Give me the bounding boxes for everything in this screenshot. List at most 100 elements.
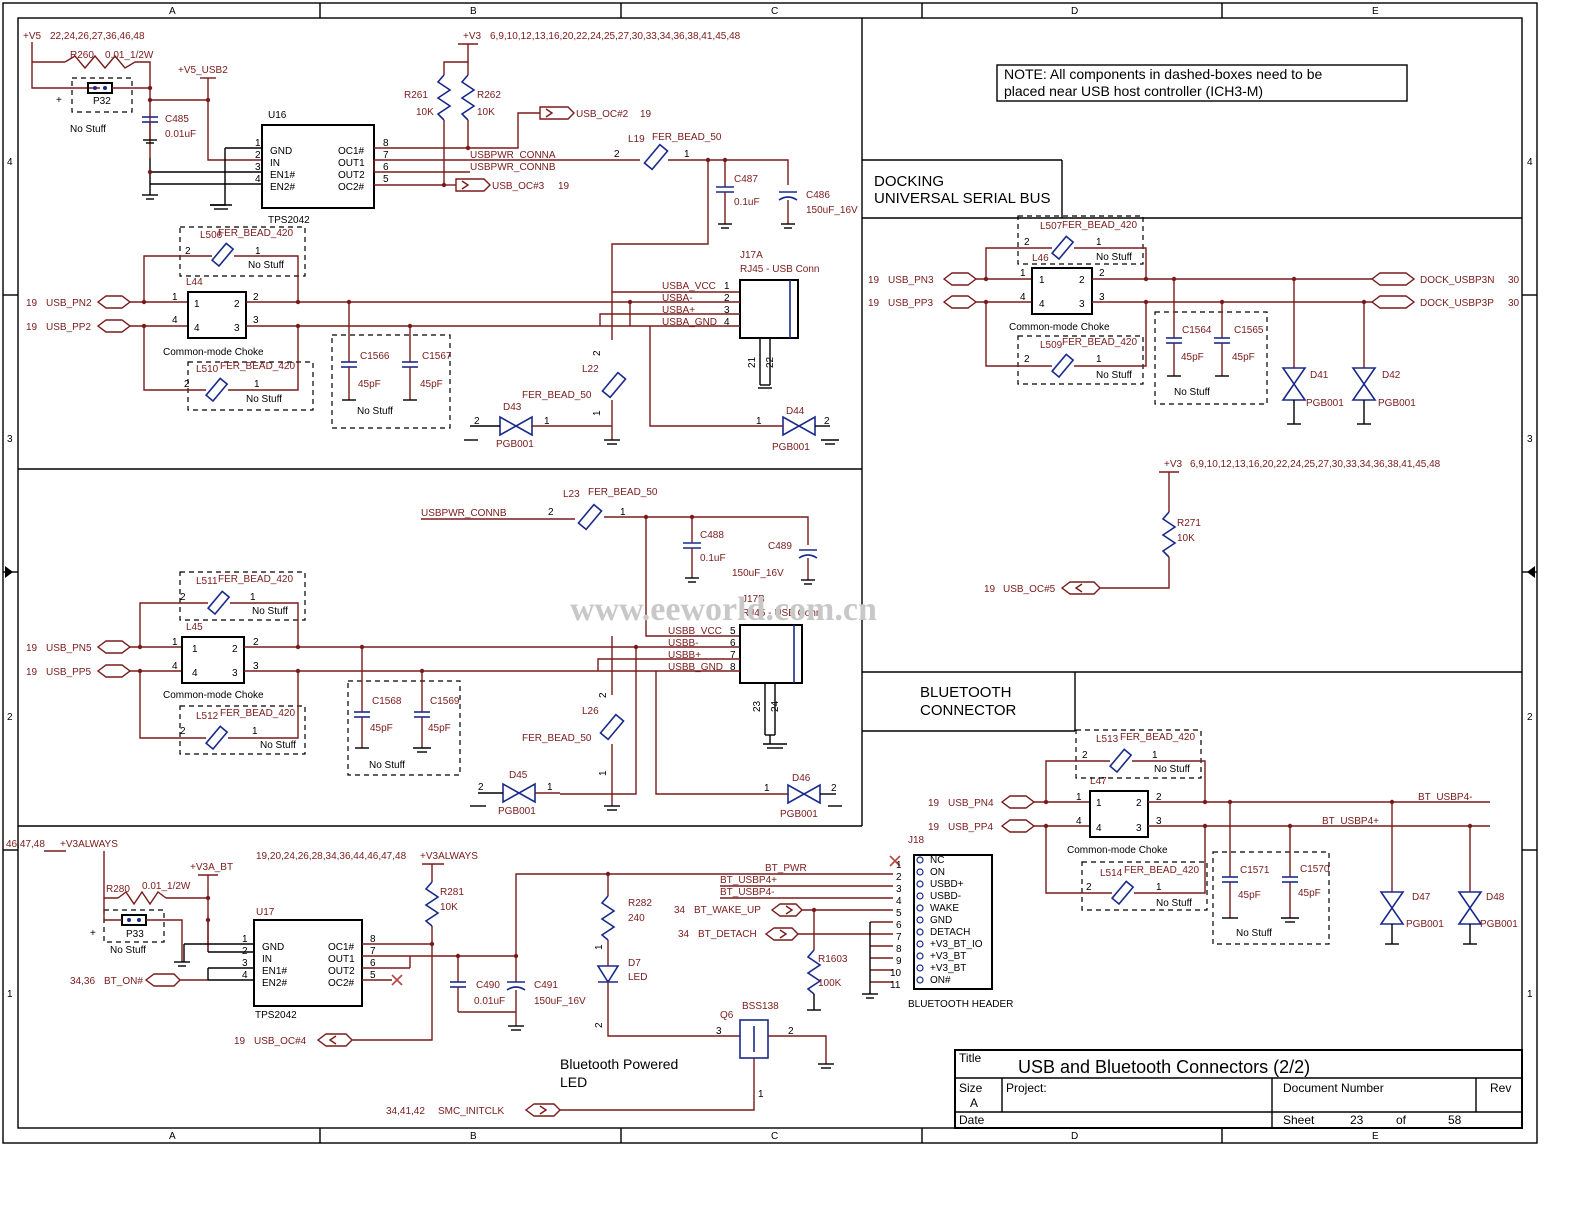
col-e-bottom: E xyxy=(1372,1131,1379,1142)
j18-pin-label: ON xyxy=(930,867,945,878)
l510-nostuff: No Stuff xyxy=(246,394,282,405)
svg-text:1: 1 xyxy=(1152,750,1158,761)
svg-text:1: 1 xyxy=(172,637,178,648)
v3always-mid-label: +V3ALWAYS xyxy=(420,851,478,862)
l506-nostuff: No Stuff xyxy=(248,260,284,271)
svg-text:2: 2 xyxy=(594,1022,605,1028)
svg-text:1: 1 xyxy=(1039,275,1045,286)
j18-pin-label: GND xyxy=(930,915,952,926)
usb-pn3-ref: 19 xyxy=(868,275,880,286)
svg-text:5: 5 xyxy=(383,174,389,185)
l46-ref: L46 xyxy=(1032,253,1049,264)
d42-value: PGB001 xyxy=(1378,398,1416,409)
usb-oc2-label: USB_OC#2 xyxy=(576,109,629,120)
drawing-frame xyxy=(2,2,1538,1144)
row-4-left: 4 xyxy=(7,157,13,168)
svg-text:3: 3 xyxy=(253,661,259,672)
svg-text:1: 1 xyxy=(252,726,258,737)
svg-text:1: 1 xyxy=(684,149,690,160)
u17-ref: U17 xyxy=(256,907,275,918)
p33-plus: + xyxy=(90,928,96,939)
l509-value: FER_BEAD_420 xyxy=(1062,337,1137,348)
j18-pin-label: NC xyxy=(930,855,944,866)
j18-pin-label: DETACH xyxy=(930,927,970,938)
col-a-bottom: A xyxy=(169,1131,176,1142)
p33-nostuff: No Stuff xyxy=(110,945,146,956)
usb-pn2-ref: 19 xyxy=(26,298,38,309)
drawing-title: USB and Bluetooth Connectors (2/2) xyxy=(1018,1057,1310,1077)
bt-led-caption-2: LED xyxy=(560,1074,587,1090)
sheet-label: Sheet xyxy=(1283,1113,1315,1127)
u16-pin-out1: OUT1 xyxy=(338,158,365,169)
svg-text:4: 4 xyxy=(896,896,902,907)
row-2-left: 2 xyxy=(7,712,13,723)
svg-text:2: 2 xyxy=(1024,354,1030,365)
r281-ref: R281 xyxy=(440,887,464,898)
sheet-total: 58 xyxy=(1448,1113,1462,1127)
svg-text:4: 4 xyxy=(1039,299,1045,310)
svg-text:3: 3 xyxy=(1156,816,1162,827)
u17-pin-gnd: GND xyxy=(262,942,284,953)
row-1-right: 1 xyxy=(1527,989,1533,1000)
c485-value: 0.01uF xyxy=(165,129,196,140)
size-label: Size xyxy=(959,1081,983,1095)
usb-oc3-label: USB_OC#3 xyxy=(492,181,545,192)
j18-pin-label: USBD+ xyxy=(930,879,964,890)
row-3-left: 3 xyxy=(7,434,13,445)
svg-text:3: 3 xyxy=(1079,299,1085,310)
svg-text:1: 1 xyxy=(547,782,553,793)
svg-text:3: 3 xyxy=(1099,292,1105,303)
document-number-label: Document Number xyxy=(1283,1081,1384,1095)
usbb-gnd-label: USBB_GND xyxy=(668,662,723,673)
c1566-value: 45pF xyxy=(358,379,381,390)
bt-detach-label: BT_DETACH xyxy=(698,929,757,940)
l513-nostuff: No Stuff xyxy=(1154,764,1190,775)
q6-ref: Q6 xyxy=(720,1010,734,1021)
usba-gnd-label: USBA_GND xyxy=(662,317,717,328)
svg-text:2: 2 xyxy=(788,1026,794,1037)
c487-ref: C487 xyxy=(734,174,758,185)
j18-pin-label: +V3_BT xyxy=(930,963,966,974)
u16-pin-in: IN xyxy=(270,158,280,169)
svg-text:2: 2 xyxy=(478,782,484,793)
c1568-nostuff: No Stuff xyxy=(369,760,405,771)
svg-text:9: 9 xyxy=(896,956,902,967)
c1569-value: 45pF xyxy=(428,723,451,734)
bt-wake-label: BT_WAKE_UP xyxy=(694,905,761,916)
usbb-plus-label: USBB+ xyxy=(668,650,701,661)
v3-dock-label: +V3 xyxy=(1164,459,1183,470)
v3-dock-refs: 6,9,10,12,13,16,20,22,24,25,27,30,33,34,… xyxy=(1190,459,1441,470)
j17a-desc: RJ45 - USB Conn xyxy=(740,264,819,275)
docking-title-2: UNIVERSAL SERIAL BUS xyxy=(874,190,1050,207)
svg-text:4: 4 xyxy=(172,315,178,326)
u17-pin-oc2: OC2# xyxy=(328,978,355,989)
d43-value: PGB001 xyxy=(496,439,534,450)
svg-text:4: 4 xyxy=(194,323,200,334)
svg-text:4: 4 xyxy=(1020,292,1026,303)
c1566-nostuff: No Stuff xyxy=(357,406,393,417)
c490-value: 0.01uF xyxy=(474,996,505,1007)
j18-pin-dot xyxy=(916,976,924,984)
u16-pin-oc2: OC2# xyxy=(338,182,365,193)
u16-pin-en1: EN1# xyxy=(270,170,295,181)
svg-text:3: 3 xyxy=(255,162,261,173)
svg-text:6: 6 xyxy=(730,638,736,649)
c487-value: 0.1uF xyxy=(734,197,760,208)
usbpwr-connb-label: USBPWR_CONNB xyxy=(470,162,556,173)
svg-text:1: 1 xyxy=(764,783,770,794)
c1570-value: 45pF xyxy=(1298,888,1321,899)
c1568-ref: C1568 xyxy=(372,696,402,707)
d45-ref: D45 xyxy=(509,770,528,781)
svg-text:2: 2 xyxy=(234,299,240,310)
l19-ref: L19 xyxy=(628,134,645,145)
svg-text:6: 6 xyxy=(370,958,376,969)
bt-usbp4p-mid: BT_USBP4+ xyxy=(720,875,777,886)
r260-ref: R260 xyxy=(70,50,94,61)
svg-text:1: 1 xyxy=(724,281,730,292)
svg-text:2: 2 xyxy=(896,872,902,883)
j17a-ref: J17A xyxy=(740,250,763,261)
svg-text:1: 1 xyxy=(255,246,261,257)
l513-value: FER_BEAD_420 xyxy=(1120,732,1195,743)
svg-text:4: 4 xyxy=(255,174,261,185)
bt-pwr-label: BT_PWR xyxy=(765,863,807,874)
